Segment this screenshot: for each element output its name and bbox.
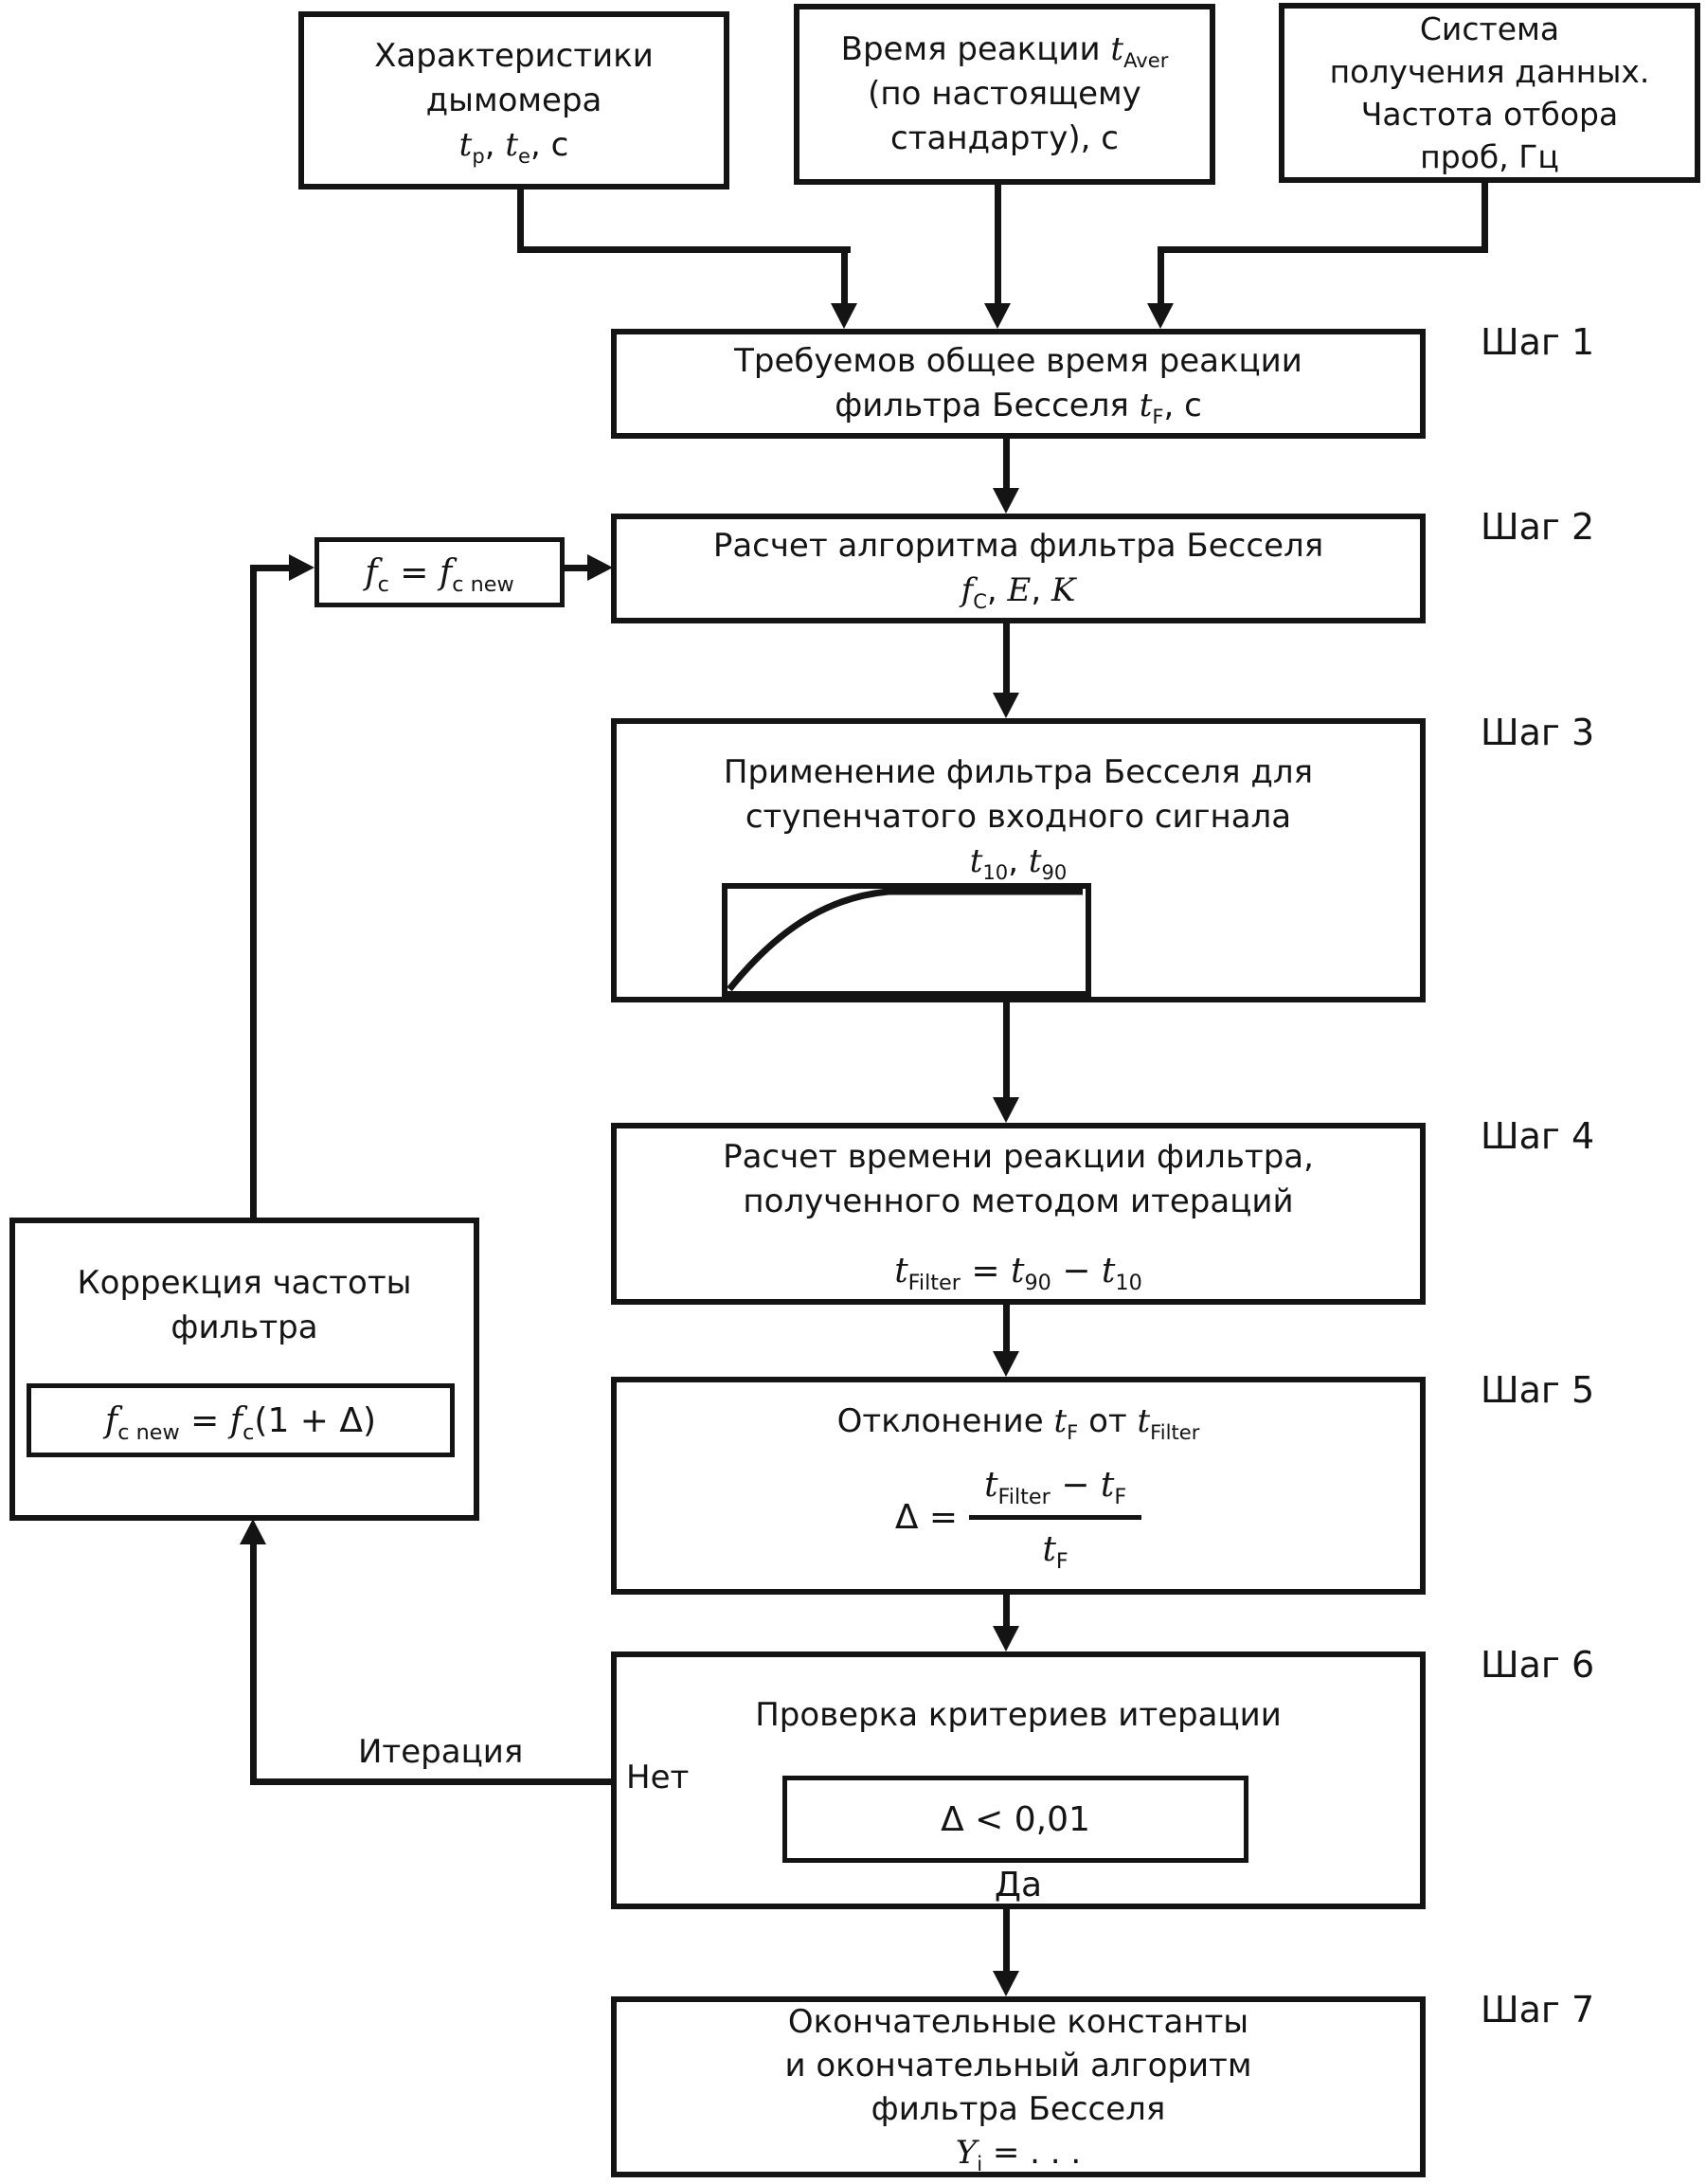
step-response-graph: [722, 883, 1091, 997]
step5-label: Шаг 5: [1481, 1369, 1595, 1411]
step7-line: фильтра Бесселя: [871, 2089, 1166, 2128]
input-box-line: Характеристики: [374, 36, 654, 75]
step7-box: Окончательные константы и окончательный …: [611, 1996, 1426, 2177]
step1-line: Требуемов общее время реакции: [734, 342, 1302, 380]
step1-label: Шаг 1: [1481, 321, 1595, 363]
step7-line: и окончательный алгоритм: [784, 2046, 1252, 2085]
arrow-down-icon: [993, 1351, 1019, 1377]
arrow-down-icon: [993, 1626, 1019, 1652]
step4-formula: tFilter = t90 − t10: [894, 1251, 1142, 1295]
step2-line: fС, E, K: [961, 571, 1076, 613]
step2-line: Расчет алгоритма фильтра Бесселя: [712, 527, 1324, 565]
connector-line: [995, 182, 1001, 305]
step2-box: Расчет алгоритма фильтра Бесселя fС, E, …: [611, 514, 1426, 623]
step5-fraction-numerator: tFilter − tF: [969, 1463, 1142, 1520]
step6-condition: Δ < 0,01: [941, 1799, 1090, 1839]
correction-box: Коррекция частоты фильтра fc new = fc(1 …: [9, 1218, 479, 1521]
iteration-label: Итерация: [358, 1733, 524, 1771]
connector-line: [1163, 246, 1488, 253]
step3-label: Шаг 3: [1481, 712, 1595, 753]
connector-line: [1482, 180, 1488, 253]
arrow-down-icon: [831, 303, 857, 329]
step5-fraction: Δ = tFilter − tF tF: [894, 1463, 1142, 1575]
step1-box: Требуемов общее время реакции фильтра Бе…: [611, 329, 1426, 439]
connector-line: [1003, 623, 1010, 694]
input-box-line: дымомера: [425, 81, 602, 119]
step3-line: ступенчатого входного сигнала: [745, 798, 1292, 836]
step4-line: Расчет времени реакции фильтра,: [723, 1137, 1314, 1176]
input-box-line: стандарту), с: [890, 119, 1119, 157]
step7-label: Шаг 7: [1481, 1989, 1595, 2031]
input-box-line: проб, Гц: [1420, 138, 1559, 175]
arrow-right-icon: [587, 554, 613, 581]
connector-line: [250, 565, 292, 571]
connector-line: [250, 1544, 257, 1785]
step-response-curve: [727, 888, 1083, 992]
step5-box: Отклонение tF от tFilter Δ = tFilter − tF…: [611, 1377, 1426, 1595]
step7-line: Окончательные константы: [787, 2002, 1249, 2041]
arrow-down-icon: [1147, 303, 1174, 329]
input-box-line: Частота отбора: [1360, 96, 1619, 133]
input-box-reaction-time: Время реакции tAver (по настоящему станд…: [794, 4, 1215, 185]
assign-fc-box: fc = fc new: [314, 537, 565, 607]
connector-line: [1003, 1595, 1010, 1629]
connector-line: [841, 246, 848, 305]
arrow-right-icon: [289, 554, 314, 581]
assign-fc-formula: fc = fc new: [365, 552, 514, 597]
arrow-down-icon: [984, 303, 1011, 329]
step3-box: Применение фильтра Бесселя для ступенчат…: [611, 718, 1426, 1002]
step3-line: t10, t90: [969, 842, 1068, 884]
connector-line: [250, 1778, 615, 1785]
correction-title-line: Коррекция частоты: [77, 1264, 412, 1302]
correction-formula-box: fc new = fc(1 + Δ): [27, 1383, 455, 1457]
connector-line: [1158, 246, 1164, 305]
step6-line: Проверка критериев итерации: [755, 1696, 1282, 1734]
connector-line: [517, 246, 851, 253]
step5-fraction-lhs: Δ =: [894, 1498, 959, 1537]
step4-label: Шаг 4: [1481, 1115, 1595, 1157]
step1-line: фильтра Бесселя tF, с: [835, 387, 1202, 428]
input-box-line: (по настоящему: [868, 75, 1141, 113]
connector-line: [1003, 439, 1010, 491]
step3-line: Применение фильтра Бесселя для: [723, 753, 1314, 791]
step4-line: полученного методом итераций: [743, 1182, 1294, 1220]
connector-line: [1003, 1305, 1010, 1354]
connector-line: [1003, 1909, 1010, 1974]
correction-title-line: фильтра: [171, 1309, 318, 1346]
step6-no-label: Нет: [626, 1759, 690, 1796]
input-box-line: tр, tе, с: [458, 125, 569, 168]
step5-fraction-denominator: tF: [1042, 1530, 1068, 1575]
step5-line: Отклонение tF от tFilter: [836, 1402, 1200, 1444]
input-box-data-system: Система получения данных. Частота отбора…: [1279, 3, 1700, 183]
step6-box: Проверка критериев итерации Δ < 0,01 Да …: [611, 1652, 1426, 1909]
arrow-down-icon: [993, 1971, 1019, 1996]
connector-line: [565, 565, 589, 571]
arrow-down-icon: [993, 1097, 1019, 1123]
arrow-down-icon: [993, 693, 1019, 718]
arrow-up-icon: [240, 1519, 266, 1544]
step4-box: Расчет времени реакции фильтра, полученн…: [611, 1123, 1426, 1305]
input-box-line: получения данных.: [1329, 53, 1650, 90]
step6-condition-box: Δ < 0,01: [782, 1776, 1248, 1863]
step7-line: Yi = . . .: [955, 2133, 1082, 2175]
step6-yes-label: Да: [994, 1866, 1043, 1904]
input-box-smoke-meter: Характеристики дымомера tр, tе, с: [298, 11, 729, 190]
connector-line: [1003, 1002, 1010, 1098]
connector-line: [250, 568, 257, 1218]
input-box-line: Время реакции tAver: [840, 30, 1169, 72]
input-box-line: Система: [1419, 10, 1560, 47]
step2-label: Шаг 2: [1481, 506, 1595, 548]
step6-label: Шаг 6: [1481, 1644, 1595, 1686]
arrow-down-icon: [993, 488, 1019, 514]
connector-line: [517, 187, 524, 253]
correction-formula: fc new = fc(1 + Δ): [104, 1400, 377, 1445]
